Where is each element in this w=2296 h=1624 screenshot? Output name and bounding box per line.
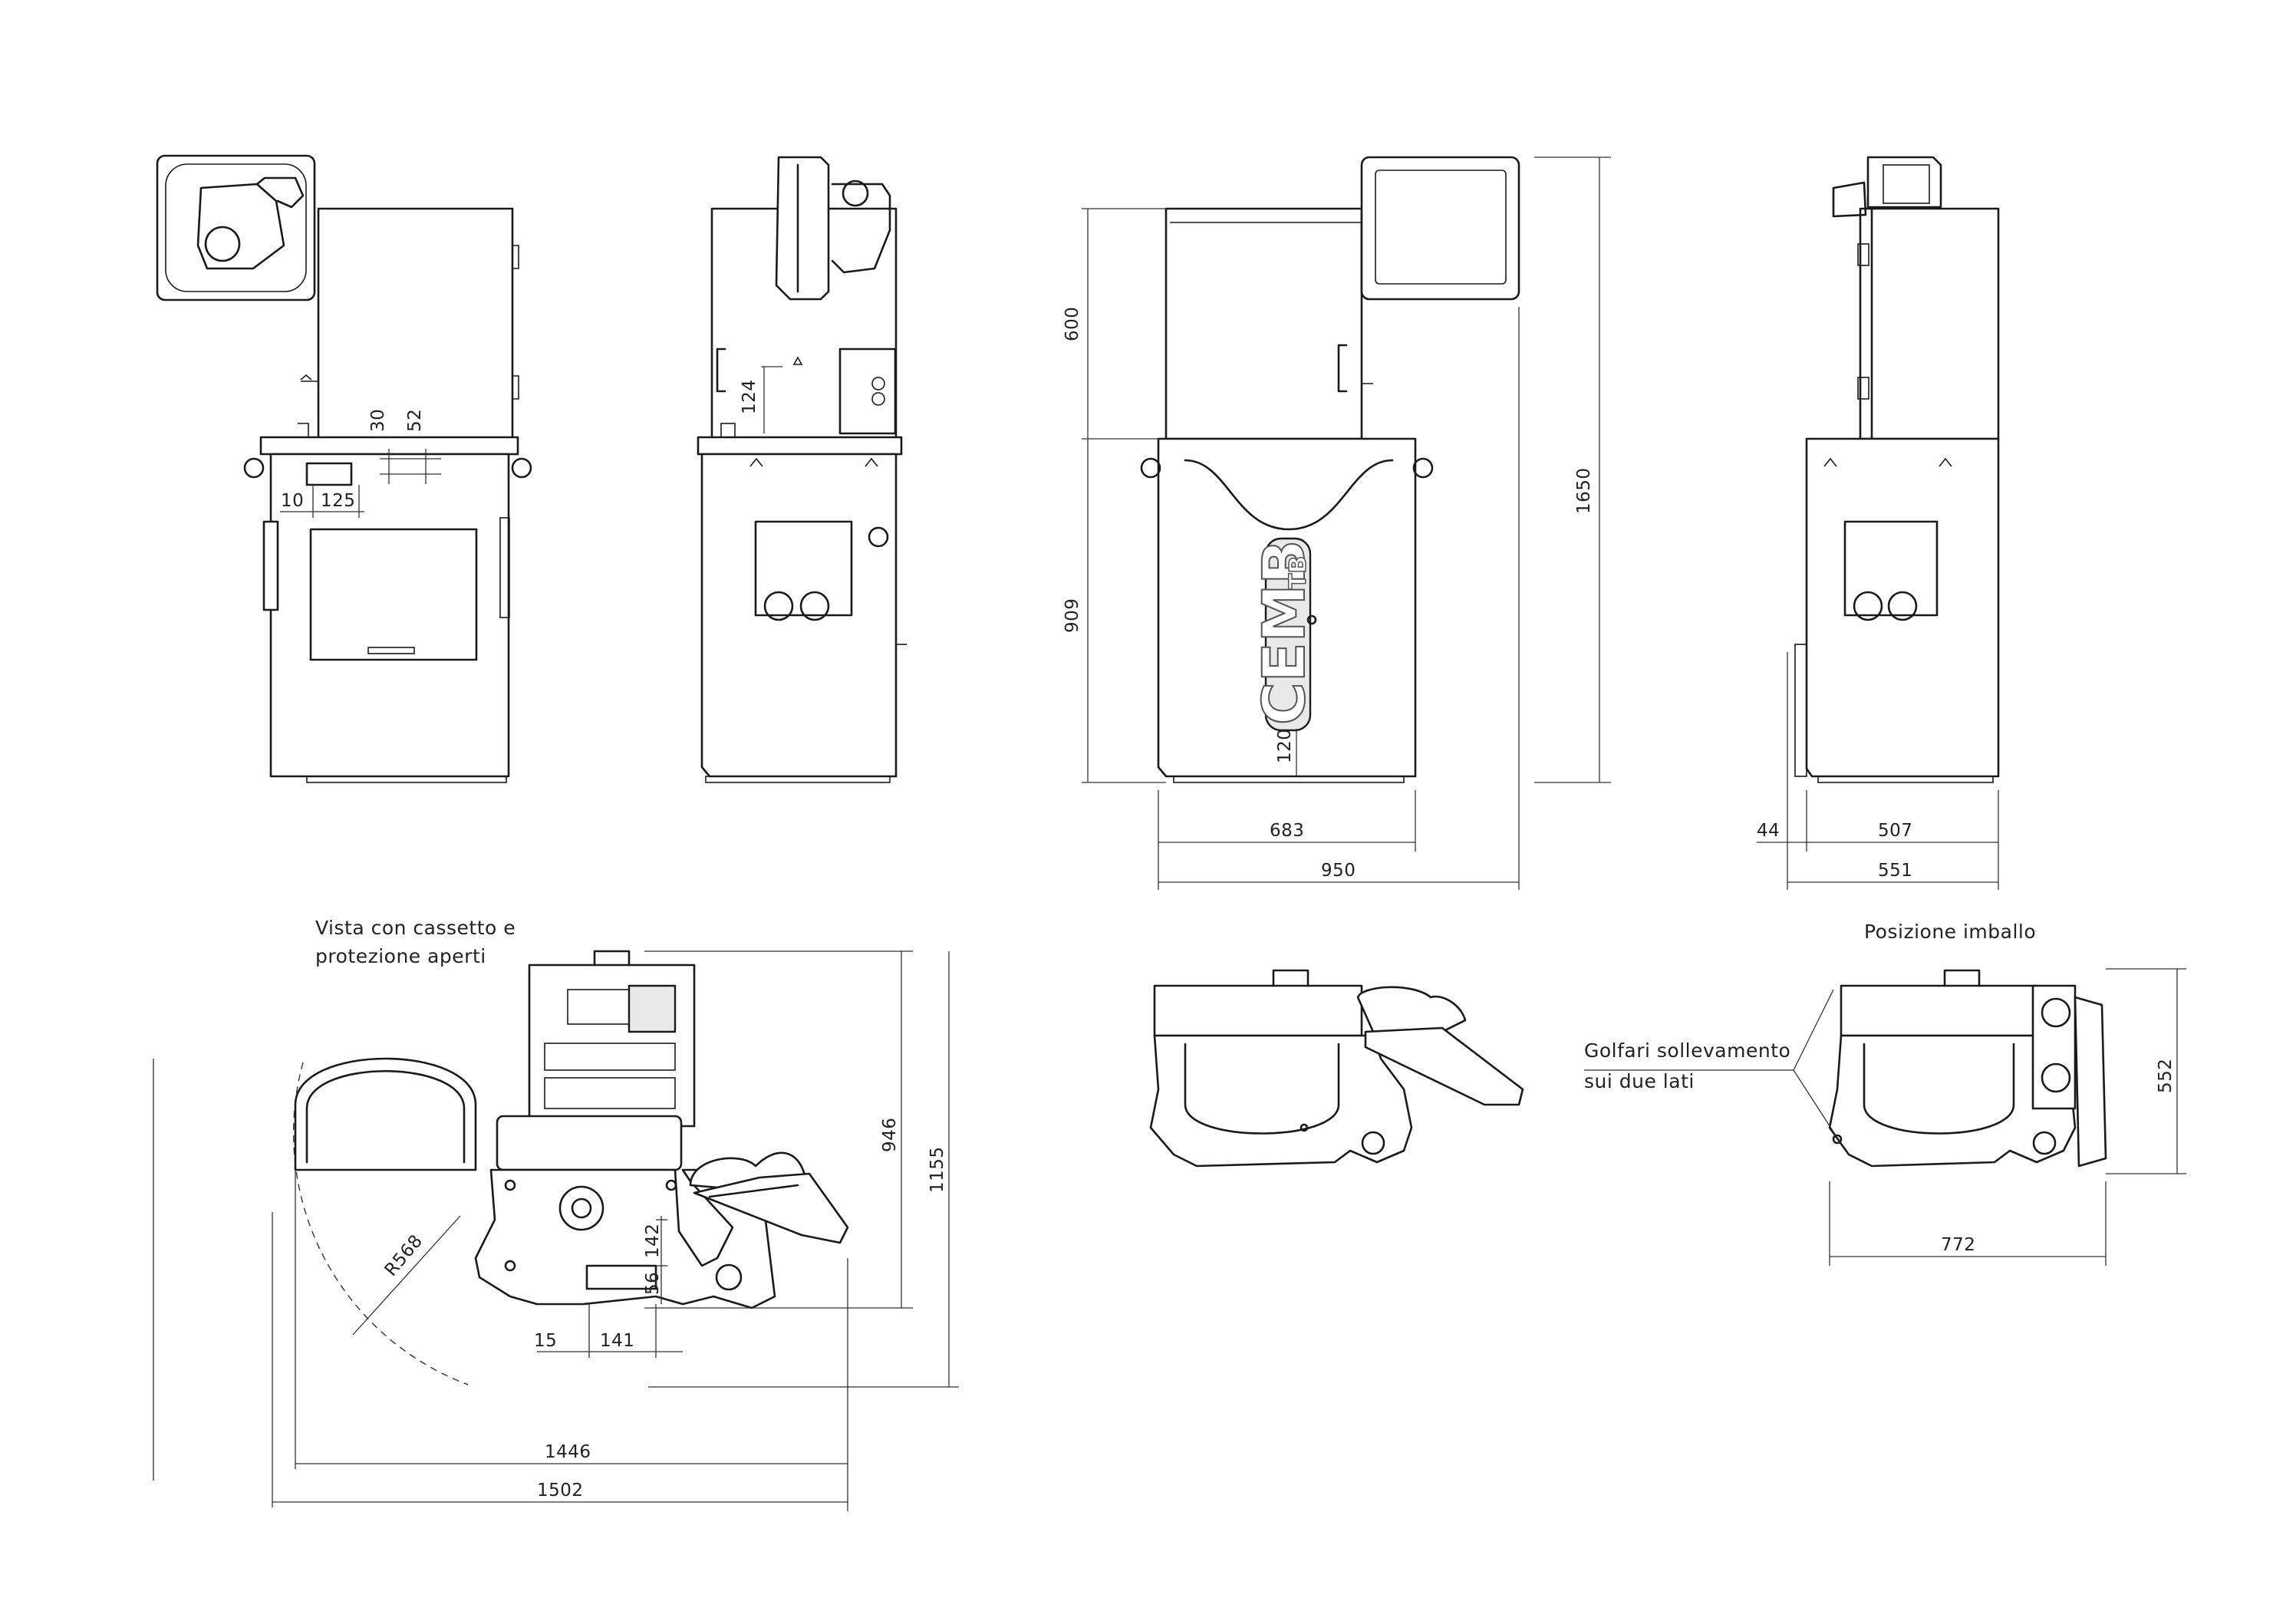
dim-56: 56 xyxy=(643,1272,663,1295)
dim-141: 141 xyxy=(600,1331,634,1351)
dim-125: 125 xyxy=(321,491,355,511)
dim-1446: 1446 xyxy=(545,1442,591,1462)
dim-1155: 1155 xyxy=(927,1146,947,1193)
dim-950: 950 xyxy=(1321,861,1356,881)
dim-1650: 1650 xyxy=(1574,467,1594,514)
rear-side-elevation xyxy=(1757,156,2000,890)
dim-1502: 1502 xyxy=(537,1481,584,1500)
note-open-view-2: protezione aperti xyxy=(315,945,486,967)
note-open-view-1: Vista con cassetto e xyxy=(315,917,516,939)
dim-507: 507 xyxy=(1878,821,1912,841)
cemb-logo: CEMB xyxy=(1250,540,1318,725)
note-packing-position: Posizione imballo xyxy=(1864,921,2036,943)
dim-600: 600 xyxy=(1062,307,1082,341)
dim-683: 683 xyxy=(1270,821,1304,841)
dim-15: 15 xyxy=(534,1331,557,1351)
front-elevation-drawer xyxy=(697,156,907,783)
note-lifting-eyes-1: Golfari sollevamento xyxy=(1584,1039,1790,1062)
dim-124: 124 xyxy=(740,380,759,414)
main-front-elevation xyxy=(1082,156,1611,890)
dim-52: 52 xyxy=(405,409,425,432)
dim-142: 142 xyxy=(643,1224,663,1258)
dim-10: 10 xyxy=(281,491,304,511)
cemb-logo-sub: TB xyxy=(1285,556,1312,589)
dim-44: 44 xyxy=(1757,821,1780,841)
dim-r568: R568 xyxy=(381,1231,427,1280)
dim-551: 551 xyxy=(1878,861,1912,881)
note-lifting-eyes-2: sui due lati xyxy=(1584,1070,1695,1092)
dim-552: 552 xyxy=(2156,1059,2176,1093)
dim-946: 946 xyxy=(880,1118,900,1152)
plan-view-open xyxy=(153,950,959,1511)
plan-view-working xyxy=(1149,969,1524,1168)
dim-30: 30 xyxy=(368,409,388,432)
dim-909: 909 xyxy=(1062,598,1082,633)
dim-772: 772 xyxy=(1941,1235,1975,1255)
plan-view-packing xyxy=(1584,968,2186,1266)
side-elevation-left xyxy=(156,154,532,783)
dim-120: 120 xyxy=(1275,729,1295,763)
